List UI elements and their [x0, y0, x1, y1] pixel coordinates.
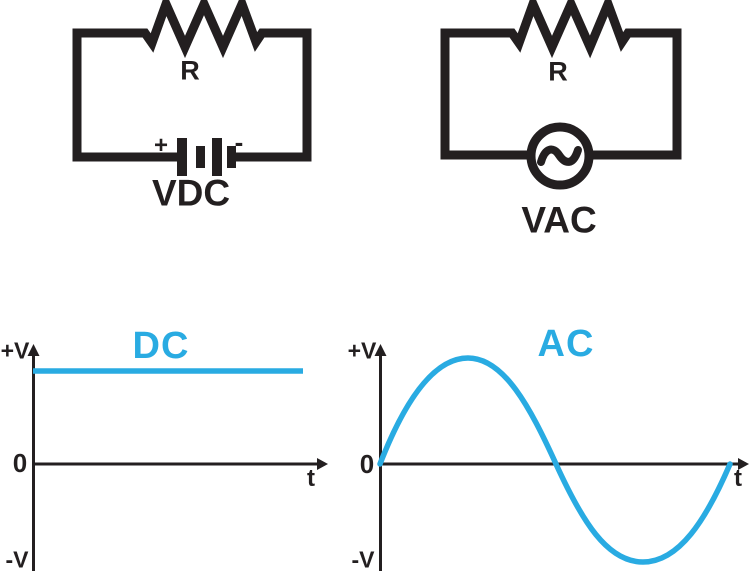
ac-waveform-line: [377, 355, 733, 565]
battery-plate-short-right: [227, 146, 236, 168]
ac-graph-y-axis-arrow-icon: [374, 344, 387, 356]
battery-plate-short-left: [196, 146, 205, 168]
ac-graph-ymax-label: +V: [347, 337, 377, 364]
dc-graph-ymax-label: +V: [0, 337, 30, 364]
dc-source-label: VDC: [151, 172, 231, 214]
dc-graph-yzero-label: 0: [12, 448, 28, 478]
dc-resistor-label: R: [180, 55, 200, 86]
ac-source-icon: [526, 122, 594, 190]
ac-graph-title: AC: [537, 323, 595, 365]
dc-graph-y-axis-arrow-icon: [27, 344, 40, 356]
battery-icon: [177, 138, 236, 176]
dc-graph-xaxis-label: t: [307, 465, 315, 492]
dc-graph-x-axis-arrow-icon: [317, 458, 328, 470]
ac-graph-xaxis-label: t: [734, 465, 742, 492]
battery-minus-label: -: [234, 127, 244, 157]
dc-graph-ymin-label: -V: [5, 546, 29, 573]
ac-graph: [374, 344, 749, 571]
ac-graph-yzero-label: 0: [359, 449, 375, 479]
dc-circuit: [72, 0, 312, 176]
ac-circuit-wire-and-resistor: [440, 0, 682, 160]
ac-graph-x-axis-arrow-icon: [738, 458, 749, 470]
dc-graph-title: DC: [132, 325, 190, 367]
dc-circuit-wire-and-resistor: [72, 0, 312, 162]
ac-resistor-label: R: [548, 56, 568, 87]
ac-graph-ymin-label: -V: [351, 546, 375, 573]
dc-graph: [27, 344, 328, 571]
battery-plus-label: +: [153, 132, 169, 159]
ac-source-circle: [526, 122, 594, 190]
ac-source-label: VAC: [521, 199, 597, 241]
ac-circuit: [440, 0, 682, 190]
sine-symbol-icon: [537, 145, 582, 166]
battery-plate-long-right: [212, 138, 222, 176]
battery-plate-long-left: [177, 138, 187, 176]
